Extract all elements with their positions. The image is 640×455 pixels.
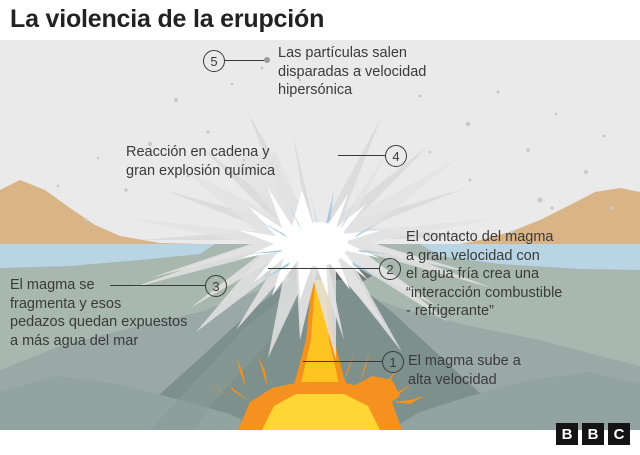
callout-marker-4[interactable]: 4 <box>385 145 407 167</box>
callout-text-1: El magma sube a alta velocidad <box>408 353 521 388</box>
callout-marker-3[interactable]: 3 <box>205 275 227 297</box>
callout-leader-5 <box>225 60 267 62</box>
land-right <box>460 188 640 244</box>
callout-text-4: Reacción en cadena y gran explosión quím… <box>126 144 276 179</box>
magma-conduit-core <box>300 268 340 388</box>
sea-surface-left <box>0 244 215 268</box>
callout-text-2: El contacto del magma a gran velocidad c… <box>406 229 563 319</box>
callout-text-3: El magma se fragmenta y esos pedazos que… <box>10 277 188 349</box>
callout-marker-2[interactable]: 2 <box>379 258 401 280</box>
bbc-logo-letter-3: C <box>608 423 630 445</box>
bbc-logo-letter-2: B <box>582 423 604 445</box>
callout-leader-dot-5 <box>264 57 270 63</box>
ash-particles <box>56 66 614 234</box>
magma-chamber-core <box>262 394 380 430</box>
magma-lobe-right <box>350 376 400 406</box>
sea-surface-right <box>420 244 640 270</box>
callout-leader-3 <box>110 285 205 287</box>
callout-marker-5[interactable]: 5 <box>203 50 225 72</box>
callout-marker-1[interactable]: 1 <box>382 351 404 373</box>
volcano-shadow-left <box>150 280 315 430</box>
seafloor-front-right <box>390 372 640 430</box>
callout-leader-1 <box>303 361 382 363</box>
explosion-core <box>288 222 348 266</box>
water-spray <box>248 190 392 280</box>
bbc-logo-letter-1: B <box>556 423 578 445</box>
land-left <box>0 180 200 244</box>
callout-leader-2 <box>268 268 379 270</box>
callout-text-5: Las partículas salen disparadas a veloci… <box>278 45 427 98</box>
callout-leader-4 <box>338 155 385 157</box>
page-title: La violencia de la erupción <box>10 5 325 33</box>
bbc-logo: B B C <box>556 423 630 445</box>
volcano-illustration <box>0 40 640 430</box>
